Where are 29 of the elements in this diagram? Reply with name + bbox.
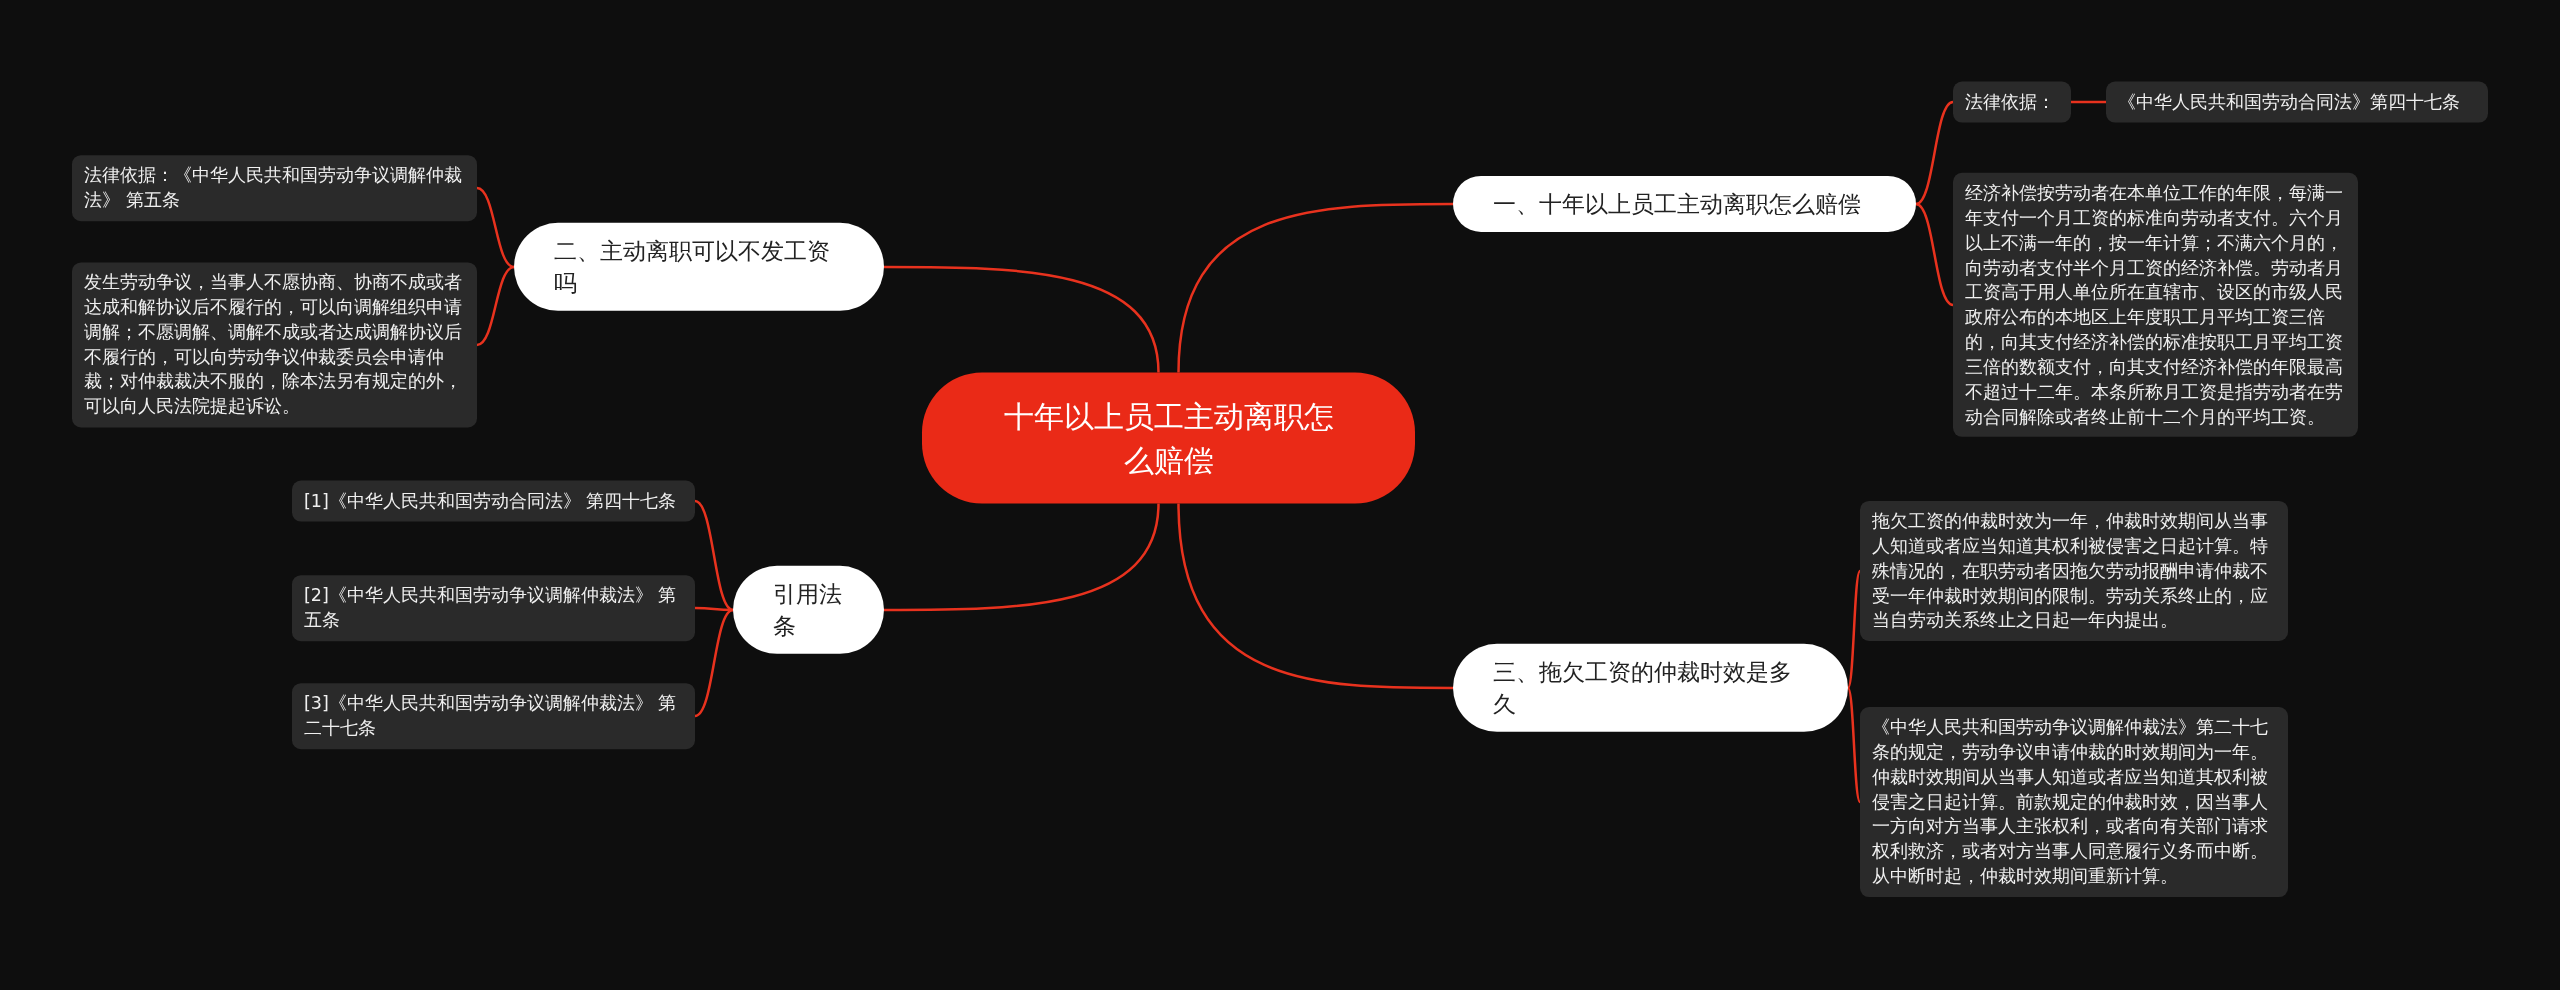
note-card: 法律依据：《中华人民共和国劳动争议调解仲裁法》 第五条 — [72, 155, 477, 221]
topic-pill: 引用法条 — [733, 565, 884, 655]
note-card: 法律依据： — [1953, 81, 2071, 123]
connector-line — [2071, 100, 2106, 104]
connector-line — [694, 608, 734, 718]
connector-line — [476, 186, 515, 269]
topic-pill: 一、十年以上员工主动离职怎么赔偿 — [1453, 175, 1916, 233]
central-topic: 十年以上员工主动离职怎么赔偿 — [922, 372, 1415, 504]
note-card: 拖欠工资的仲裁时效为一年，仲裁时效期间从当事人知道或者应当知道其权利被侵害之日起计算。特殊情况的，在职劳动者因拖欠劳动报酬申请仲裁不受一年仲裁时效期间的限制。劳动关系终止的，应当自劳动关系终止之日起一年内提出。 — [1860, 500, 2288, 642]
topic-pill: 三、拖欠工资的仲裁时效是多久 — [1453, 643, 1848, 733]
connector-line — [694, 499, 734, 612]
connector-line — [476, 265, 515, 347]
connector-line — [1915, 100, 1954, 206]
connector-line — [1177, 202, 1453, 373]
note-card: 《中华人民共和国劳动争议调解仲裁法》第二十七条的规定，劳动争议申请仲裁的时效期间为一年。仲裁时效期间从当事人知道或者应当知道其权利被侵害之日起计算。前款规定的仲裁时效，因当事人一方向对方当事人主张权利，或者向有关部门请求权利救济，或者对方当事人同意履行义务而中断。从中断时起，仲裁时效期间重新计算。 — [1860, 707, 2288, 897]
connector-line — [884, 503, 1160, 612]
note-card: [1]《中华人民共和国劳动合同法》 第四十七条 — [292, 480, 695, 522]
connector-line — [1846, 687, 1862, 803]
connector-line — [1846, 570, 1862, 689]
connector-line — [884, 265, 1160, 373]
connector-line — [1177, 503, 1453, 690]
topic-pill: 二、主动离职可以不发工资吗 — [514, 222, 884, 312]
note-card: [2]《中华人民共和国劳动争议调解仲裁法》 第五条 — [292, 575, 695, 641]
connector-line — [1915, 202, 1954, 307]
connector-line — [695, 606, 733, 612]
note-card: 《中华人民共和国劳动合同法》第四十七条 — [2106, 81, 2488, 123]
note-card: [3]《中华人民共和国劳动争议调解仲裁法》 第二十七条 — [292, 683, 695, 749]
note-card: 经济补偿按劳动者在本单位工作的年限，每满一年支付一个月工资的标准向劳动者支付。六个月以上不满一年的，按一年计算；不满六个月的，向劳动者支付半个月工资的经济补偿。劳动者月工资高于用人单位所在直辖市、设区的市级人民政府公布的本地区上年度职工月平均工资三倍的，向其支付经济补偿的标准按职工月平均工资三倍的数额支付，向其支付经济补偿的年限最高不超过十二年。本条所称月工资是指劳动者在劳动合同解除或者终止前十二个月的平均工资。 — [1953, 172, 2358, 438]
note-card: 发生劳动争议，当事人不愿协商、协商不成或者达成和解协议后不履行的，可以向调解组织申请调解；不愿调解、调解不成或者达成调解协议后不履行的，可以向劳动争议仲裁委员会申请仲裁；对仲裁裁决不服的，除本法另有规定的外，可以向人民法院提起诉讼。 — [72, 262, 477, 428]
